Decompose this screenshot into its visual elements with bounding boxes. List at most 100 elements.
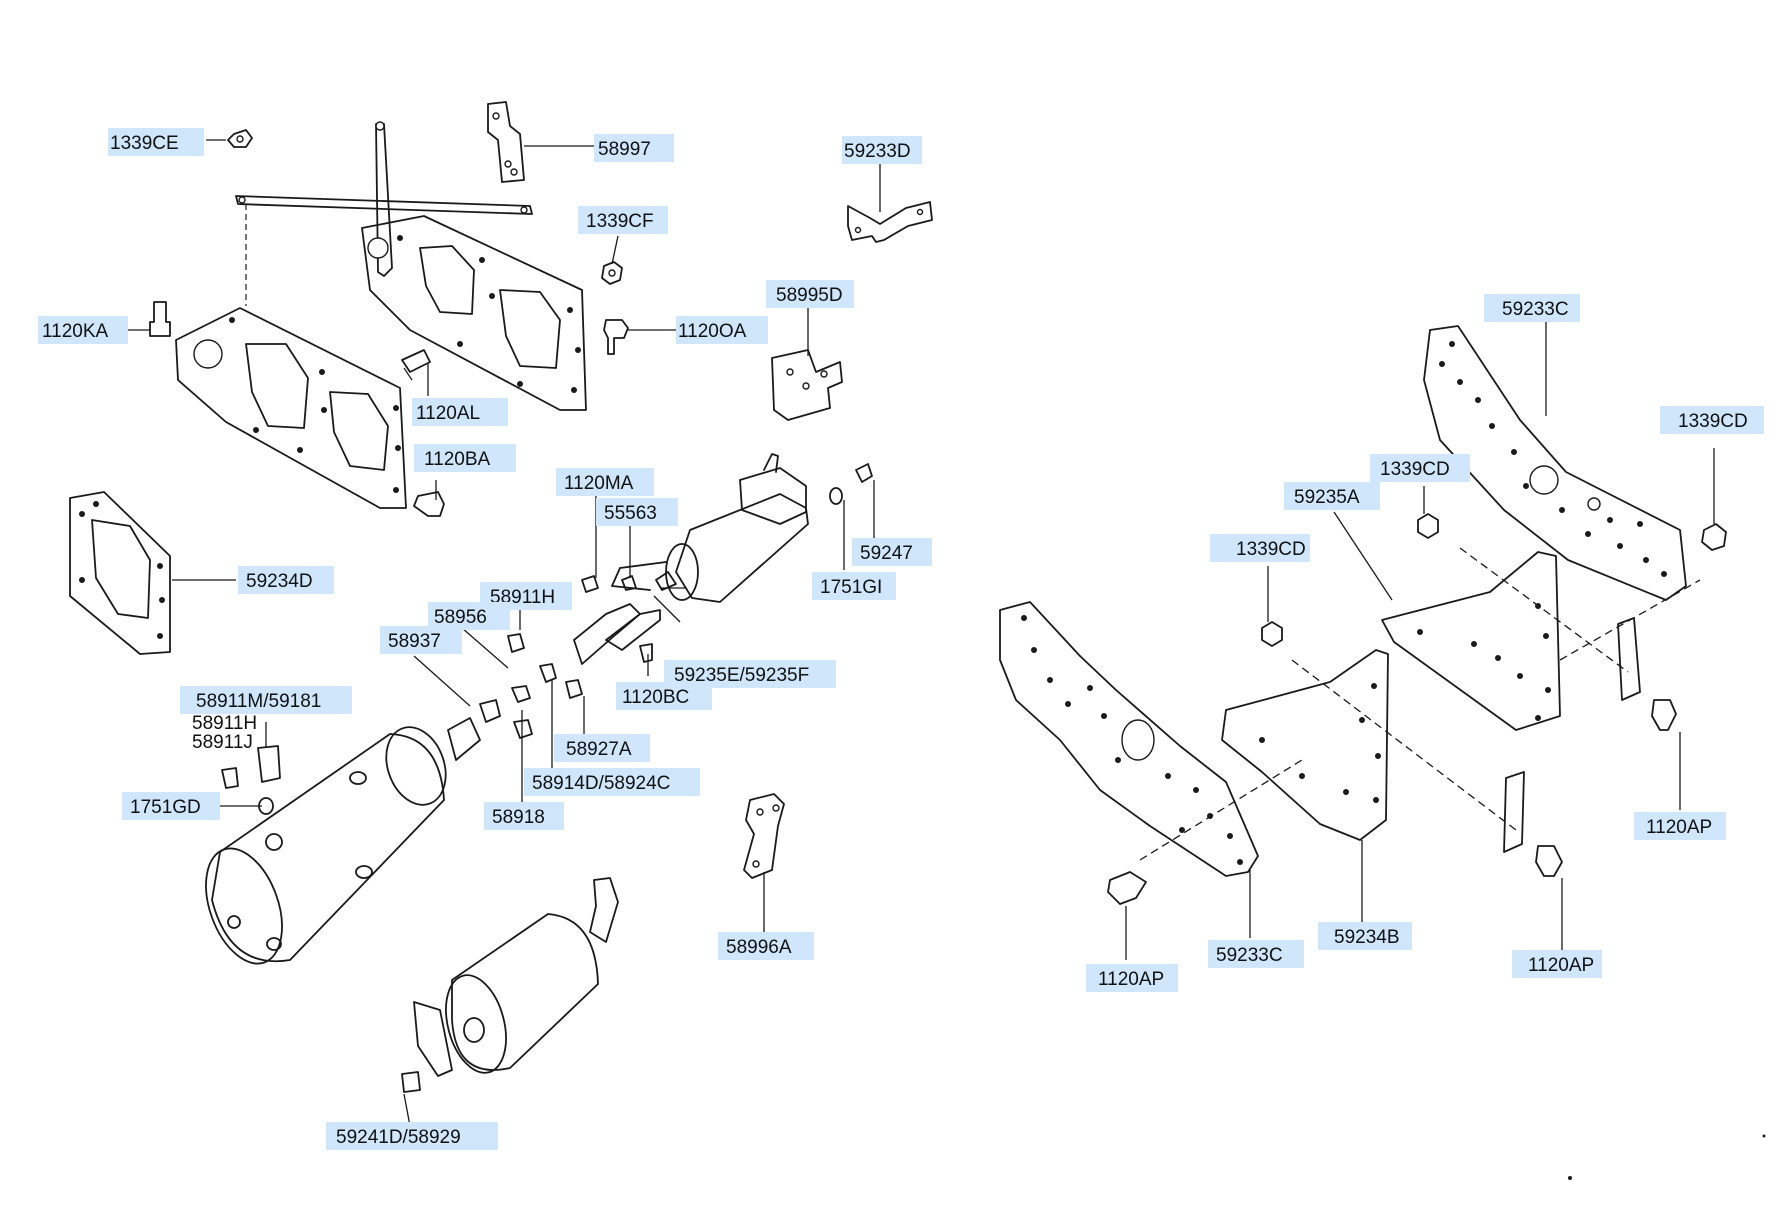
callout-text: 59233C xyxy=(1502,299,1569,320)
callout-text: 59234D xyxy=(246,571,313,592)
compressor-drawing xyxy=(611,453,809,603)
callout-1120oa: 1120OA xyxy=(676,316,768,344)
valve-58911m-drawing xyxy=(221,745,281,815)
callout-1751gd: 1751GD xyxy=(122,792,220,820)
callout-text: 58995D xyxy=(776,285,843,306)
bracket-58996a-drawing xyxy=(743,793,785,879)
callout-59233d: 59233D xyxy=(842,136,922,164)
callout-text: 59235E/59235F xyxy=(674,665,809,686)
callout-text: 59241D/58929 xyxy=(336,1127,461,1148)
callout-58914d-58924c: 58914D/58924C xyxy=(524,768,700,796)
callout-1120ap-middle: 1120AP xyxy=(1512,950,1602,978)
callout-text: 58927A xyxy=(566,739,632,760)
small-bracket-right-drawing xyxy=(1503,617,1641,853)
callout-text: 1120OA xyxy=(678,321,747,342)
callout-text: 1751GD xyxy=(130,797,201,818)
speck xyxy=(1762,1134,1766,1138)
callout-text: 1120AL xyxy=(416,403,480,424)
callout-1120bc: 1120BC xyxy=(616,682,712,710)
callout-text: 58911J xyxy=(192,732,253,753)
rear-plate-drawing xyxy=(361,215,587,411)
callout-55563: 55563 xyxy=(596,498,678,526)
support-rod-drawing xyxy=(235,121,533,306)
callout-58937: 58937 xyxy=(380,626,462,654)
bolt-1120ba-drawing xyxy=(413,491,445,517)
bracket-58995d-drawing xyxy=(771,349,843,421)
callout-text: 1120MA xyxy=(564,473,634,494)
callout-text: 1120KA xyxy=(42,321,109,342)
callout-text: 1339CD xyxy=(1678,411,1748,432)
callout-text: 1120AP xyxy=(1098,969,1164,990)
callout-text: 58918 xyxy=(492,807,545,828)
callout-58997: 58997 xyxy=(594,134,674,162)
bolt-1120al-drawing xyxy=(401,349,431,381)
callout-58956: 58956 xyxy=(428,602,510,630)
lower-plate-59233c-drawing xyxy=(999,601,1259,877)
callout-text: 1120BA xyxy=(424,449,491,470)
callout-text: 1339CE xyxy=(110,133,179,154)
callout-58996a: 58996A xyxy=(718,932,814,960)
callout-text: 58911H xyxy=(192,713,257,734)
callout-1120ap-left: 1120AP xyxy=(1086,964,1178,992)
bolt-1120oa-drawing xyxy=(603,319,629,355)
callout-59233c-upper: 59233C xyxy=(1484,294,1580,322)
callout-text: 58956 xyxy=(434,607,487,628)
callout-1339cd-left: 1339CD xyxy=(1210,534,1310,562)
callout-text: 1339CD xyxy=(1236,539,1306,560)
callout-1120ap-right: 1120AP xyxy=(1634,812,1726,840)
callout-1339cd-right: 1339CD xyxy=(1660,406,1764,434)
callout-text: 55563 xyxy=(604,503,657,524)
callout-59234b: 59234B xyxy=(1318,922,1412,950)
callout-1120ba: 1120BA xyxy=(414,444,516,472)
nut-1339cd-drawing xyxy=(1261,513,1727,647)
bracket-59233d-drawing xyxy=(847,201,933,243)
callout-text: 59233C xyxy=(1216,945,1283,966)
callout-text: 1339CF xyxy=(586,211,654,232)
callout-58911j: 58911J xyxy=(192,732,253,753)
plate-59234d-drawing xyxy=(69,491,171,655)
callout-text: 59235A xyxy=(1294,487,1360,508)
callout-text: 1339CD xyxy=(1380,459,1450,480)
callout-text: 58996A xyxy=(726,937,792,958)
callout-59234d: 59234D xyxy=(238,566,334,594)
air-tank-small-drawing xyxy=(401,877,619,1093)
callout-text: 58911M/59181 xyxy=(196,691,321,712)
front-plate-drawing xyxy=(175,307,407,509)
callout-59233c-lower: 59233C xyxy=(1208,940,1304,968)
callout-1120al: 1120AL xyxy=(412,398,508,426)
bolt-1120ka-drawing xyxy=(149,301,171,337)
callout-59235a: 59235A xyxy=(1284,482,1380,510)
callout-1339ce: 1339CE xyxy=(108,128,204,156)
speck xyxy=(1568,1176,1572,1180)
callout-59241d-58929: 59241D/58929 xyxy=(326,1122,498,1150)
callout-text: 58937 xyxy=(388,631,441,652)
plate-59234b-drawing xyxy=(1221,649,1389,841)
callout-1339cf: 1339CF xyxy=(578,206,668,234)
callout-text: 59247 xyxy=(860,543,913,564)
fitting-cluster-drawing xyxy=(447,571,677,761)
callout-text: 58997 xyxy=(598,139,651,160)
callout-58918: 58918 xyxy=(484,802,564,830)
plate-59235a-drawing xyxy=(1381,551,1561,731)
leader-lines xyxy=(128,139,1715,1127)
callout-59247: 59247 xyxy=(852,538,932,566)
callout-text: 1120BC xyxy=(622,687,689,708)
callout-1751gi: 1751GI xyxy=(812,572,896,600)
callout-1339cd-middle: 1339CD xyxy=(1370,454,1470,482)
callout-58927a: 58927A xyxy=(554,734,650,762)
callout-58911h-side: 58911H xyxy=(192,713,257,734)
callout-58995d: 58995D xyxy=(766,280,854,308)
callout-1120ma: 1120MA xyxy=(556,468,654,496)
air-tank-large-drawing xyxy=(205,726,447,965)
callout-text: 1751GI xyxy=(820,577,882,598)
fitting-59247-drawing xyxy=(855,463,873,483)
callout-text: 59233D xyxy=(844,141,911,162)
callout-text: 1120AP xyxy=(1646,817,1712,838)
callout-58911m-59181: 58911M/59181 xyxy=(180,686,352,714)
callout-text: 59234B xyxy=(1334,927,1400,948)
callout-text: 1120AP xyxy=(1528,955,1594,976)
nut-1339ce-drawing xyxy=(227,129,253,148)
nut-1339cf-drawing xyxy=(601,261,623,285)
callout-text: 58914D/58924C xyxy=(532,773,670,794)
